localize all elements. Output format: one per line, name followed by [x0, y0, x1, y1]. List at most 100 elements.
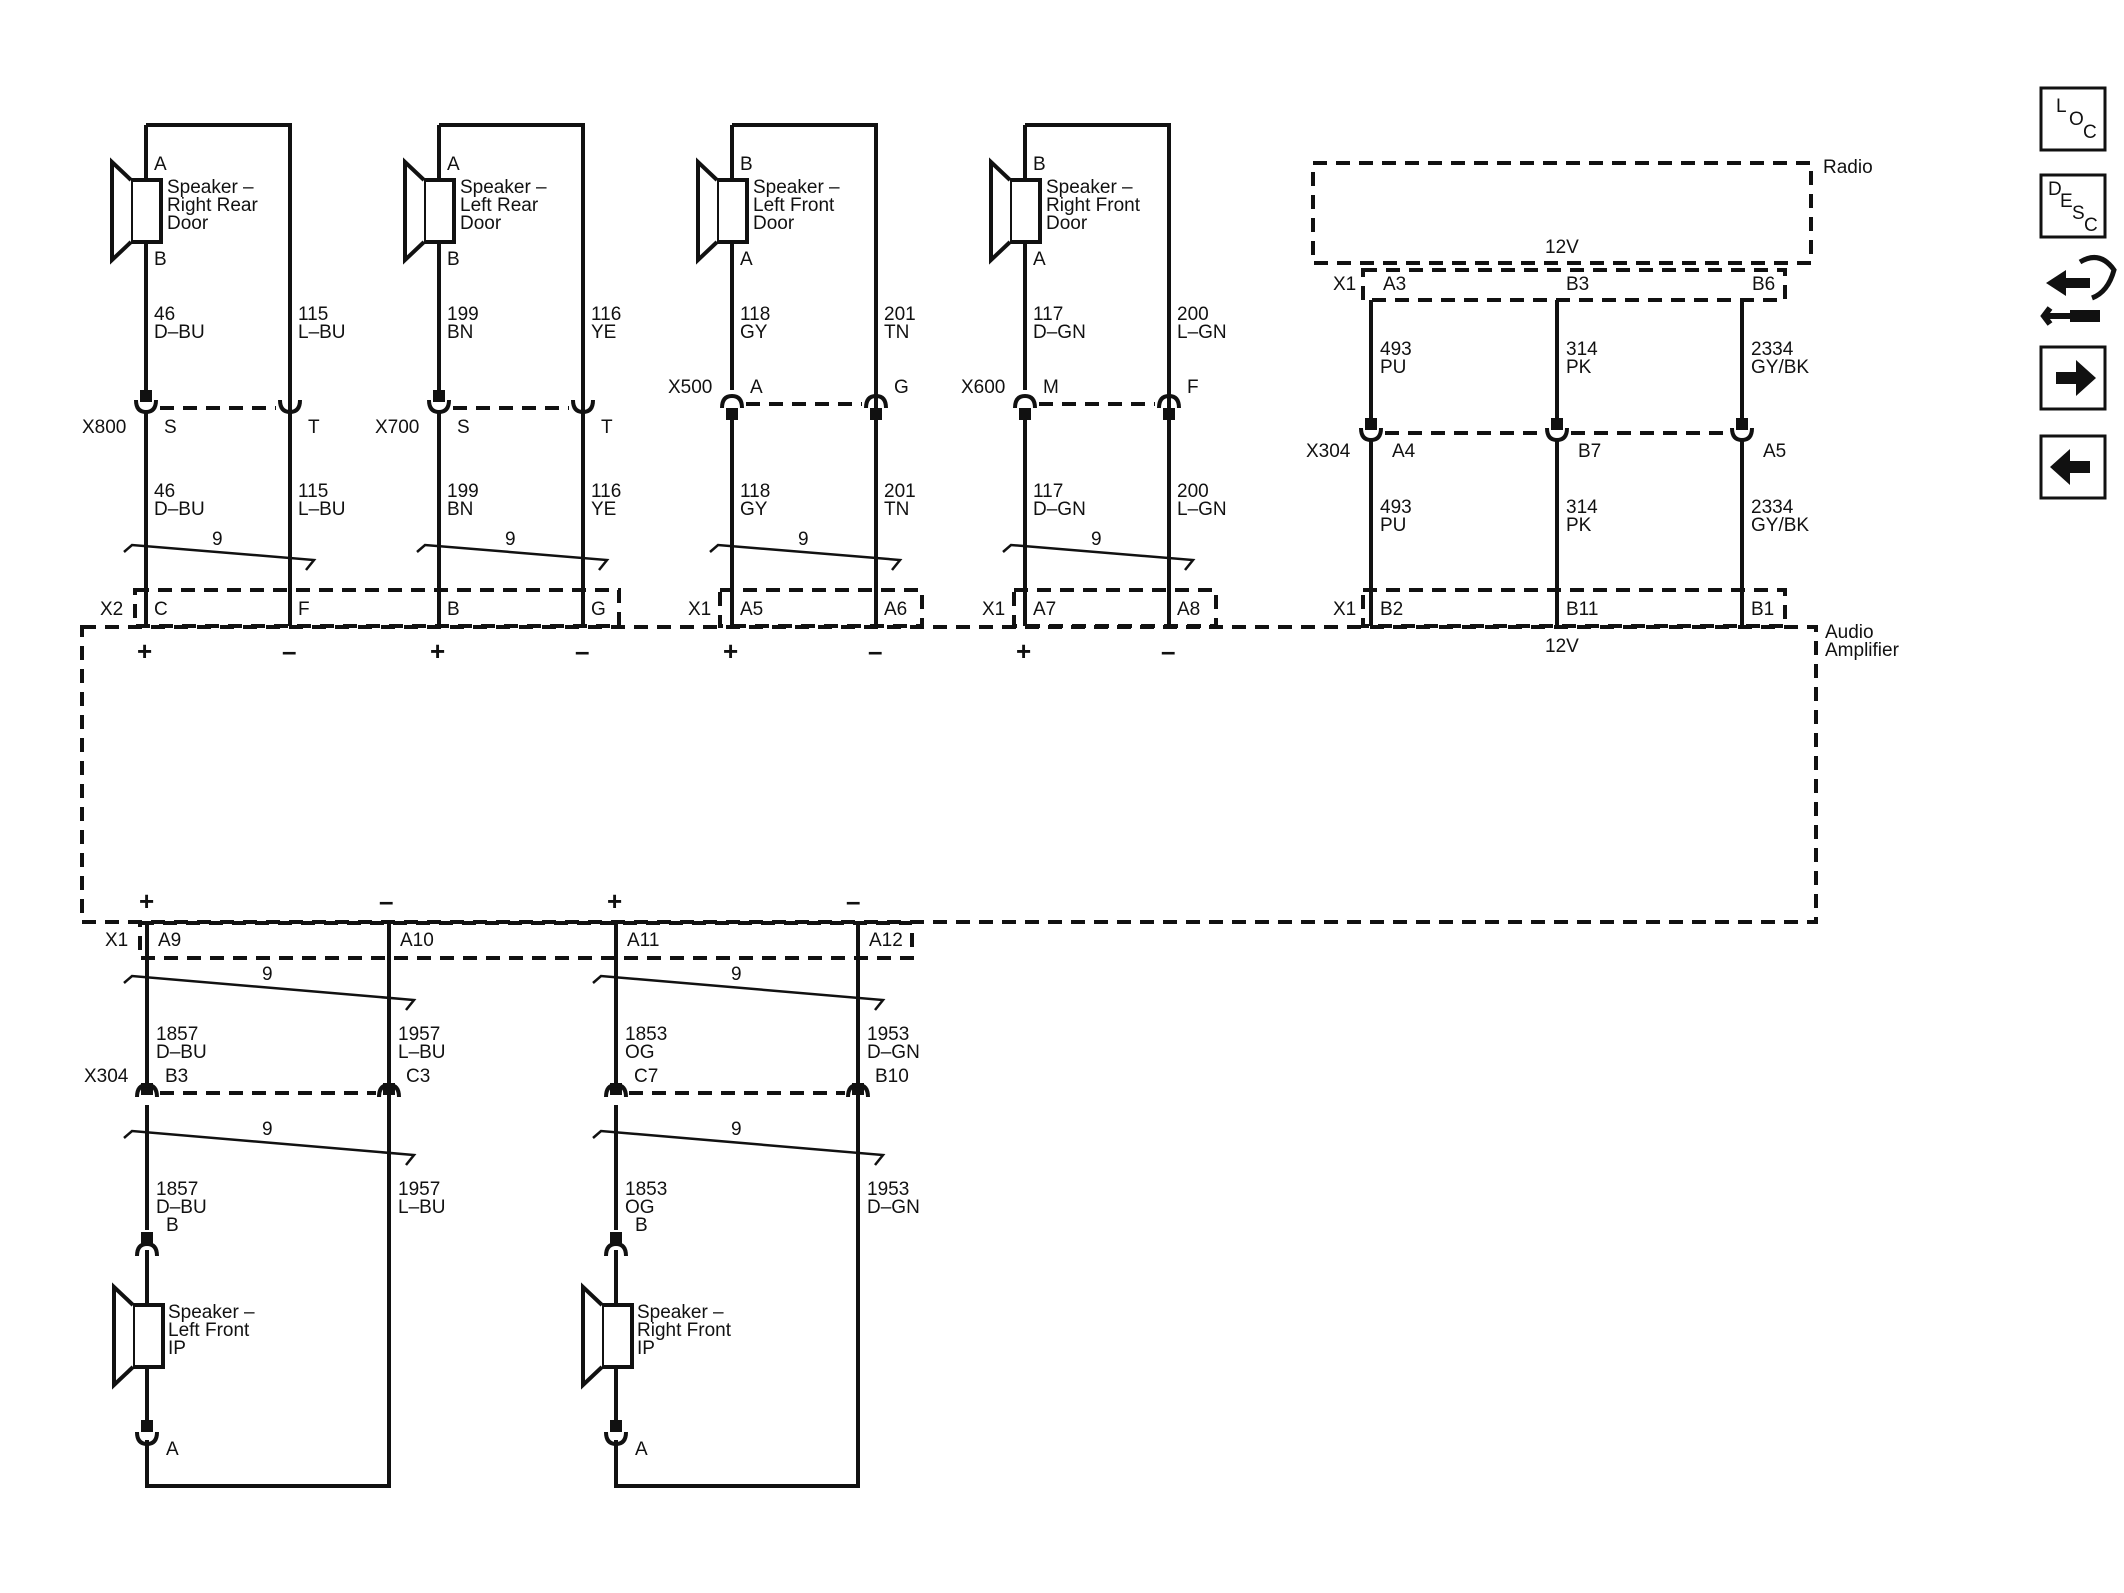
svg-text:B: B	[447, 249, 460, 270]
svg-text:A6: A6	[884, 599, 907, 620]
svg-text:L–BU: L–BU	[398, 1197, 446, 1218]
speaker-icon	[581, 1282, 634, 1390]
arrow-left-icon	[2050, 449, 2090, 485]
svg-text:115: 115	[298, 481, 328, 502]
svg-text:199: 199	[447, 481, 479, 502]
svg-text:B2: B2	[1380, 599, 1403, 620]
speaker-label: Speaker –	[168, 1302, 255, 1323]
svg-text:A7: A7	[1033, 599, 1056, 620]
circuit-left-front-ip: X304 B3 C3 9 9 1857 D–BU 1957 L–BU 1857 …	[84, 922, 446, 1488]
svg-text:2334: 2334	[1751, 497, 1794, 518]
svg-text:+: +	[137, 636, 152, 666]
svg-text:D–BU: D–BU	[156, 1042, 207, 1063]
svg-text:S: S	[457, 417, 470, 438]
svg-text:493: 493	[1380, 497, 1412, 518]
svg-text:–: –	[575, 636, 589, 666]
radio-label: Radio	[1823, 157, 1873, 178]
svg-text:OG: OG	[625, 1042, 655, 1063]
svg-text:F: F	[298, 599, 310, 620]
circuit-right-rear-door: A B Speaker – Right Rear Door 46 D–BU 11…	[82, 123, 346, 666]
svg-text:Door: Door	[1046, 213, 1088, 234]
radio-connector-x1: X1	[1333, 274, 1356, 295]
svg-text:L–GN: L–GN	[1177, 322, 1227, 343]
previous-page-button[interactable]	[2039, 434, 2107, 500]
description-button[interactable]: D E S C	[2039, 173, 2107, 239]
speaker-icon	[112, 1282, 165, 1390]
svg-text:X500: X500	[668, 377, 712, 398]
amp-top-connectors: X2 X1 X1 X1	[100, 588, 1787, 628]
svg-text:–: –	[1161, 636, 1175, 666]
svg-text:T: T	[308, 417, 320, 438]
svg-text:201: 201	[884, 304, 916, 325]
svg-text:A5: A5	[1763, 441, 1786, 462]
svg-text:493: 493	[1380, 339, 1412, 360]
speaker-label: Speaker –	[1046, 177, 1133, 198]
svg-text:9: 9	[1091, 529, 1102, 550]
svg-text:TN: TN	[884, 499, 909, 520]
bottom-amp-connector: X1 A9 A10 A11 A12 + – + –	[105, 886, 914, 960]
svg-text:1953: 1953	[867, 1024, 909, 1045]
svg-text:B6: B6	[1752, 274, 1775, 295]
svg-text:B: B	[635, 1215, 648, 1236]
svg-text:X800: X800	[82, 417, 126, 438]
svg-text:+: +	[607, 886, 622, 916]
svg-text:B3: B3	[165, 1066, 188, 1087]
svg-text:A: A	[154, 154, 167, 175]
svg-text:B: B	[1033, 154, 1046, 175]
svg-text:1853: 1853	[625, 1179, 667, 1200]
connector-tool-icon[interactable]	[2040, 255, 2117, 326]
svg-text:Right Front: Right Front	[637, 1320, 732, 1341]
svg-text:A11: A11	[627, 930, 659, 951]
svg-text:B: B	[154, 249, 167, 270]
svg-text:OG: OG	[625, 1197, 655, 1218]
svg-text:9: 9	[262, 1119, 273, 1140]
svg-text:IP: IP	[637, 1338, 655, 1359]
svg-text:117: 117	[1033, 304, 1063, 325]
circuit-left-rear-door: A B Speaker – Left Rear Door 199 BN 116 …	[375, 123, 621, 666]
svg-text:YE: YE	[591, 499, 616, 520]
svg-text:2334: 2334	[1751, 339, 1794, 360]
svg-text:A: A	[635, 1439, 648, 1460]
svg-text:B: B	[740, 154, 753, 175]
next-page-button[interactable]	[2039, 345, 2107, 411]
circuit-right-front-door: B A Speaker – Right Front Door 117 D–GN …	[961, 123, 1227, 666]
svg-text:L–BU: L–BU	[298, 322, 346, 343]
svg-text:+: +	[723, 636, 738, 666]
svg-text:1853: 1853	[625, 1024, 667, 1045]
location-button[interactable]: L O C	[2039, 86, 2107, 152]
svg-text:PU: PU	[1380, 357, 1406, 378]
svg-text:PU: PU	[1380, 515, 1406, 536]
svg-text:D–BU: D–BU	[154, 322, 205, 343]
svg-text:BN: BN	[447, 322, 473, 343]
speaker-icon	[989, 157, 1042, 265]
svg-text:Left Front: Left Front	[753, 195, 835, 216]
svg-text:314: 314	[1566, 339, 1598, 360]
radio-amp-circuits: X304 A3 B3 B6 493 PU 314 PK 2334 GY/BK A…	[1306, 274, 1809, 626]
svg-text:D–GN: D–GN	[1033, 499, 1086, 520]
speaker-label: Speaker –	[753, 177, 840, 198]
svg-text:A: A	[750, 377, 763, 398]
svg-text:G: G	[894, 377, 909, 398]
svg-text:Left Front: Left Front	[168, 1320, 250, 1341]
svg-text:C: C	[2083, 122, 2097, 143]
svg-text:Left Rear: Left Rear	[460, 195, 539, 216]
svg-text:BN: BN	[447, 499, 473, 520]
svg-text:X600: X600	[961, 377, 1005, 398]
svg-text:118: 118	[740, 304, 770, 325]
svg-text:1957: 1957	[398, 1179, 440, 1200]
svg-text:9: 9	[731, 964, 742, 985]
amp-label-line1: Audio	[1825, 622, 1874, 643]
svg-text:199: 199	[447, 304, 479, 325]
speaker-icon	[403, 157, 456, 265]
svg-text:116: 116	[591, 481, 621, 502]
svg-text:L: L	[2056, 96, 2067, 117]
svg-text:A8: A8	[1177, 599, 1200, 620]
svg-text:–: –	[379, 886, 393, 916]
svg-text:X304: X304	[84, 1066, 129, 1087]
svg-text:200: 200	[1177, 304, 1209, 325]
svg-text:–: –	[868, 636, 882, 666]
svg-text:X304: X304	[1306, 441, 1351, 462]
svg-text:Door: Door	[753, 213, 795, 234]
svg-text:+: +	[139, 886, 154, 916]
svg-text:115: 115	[298, 304, 328, 325]
